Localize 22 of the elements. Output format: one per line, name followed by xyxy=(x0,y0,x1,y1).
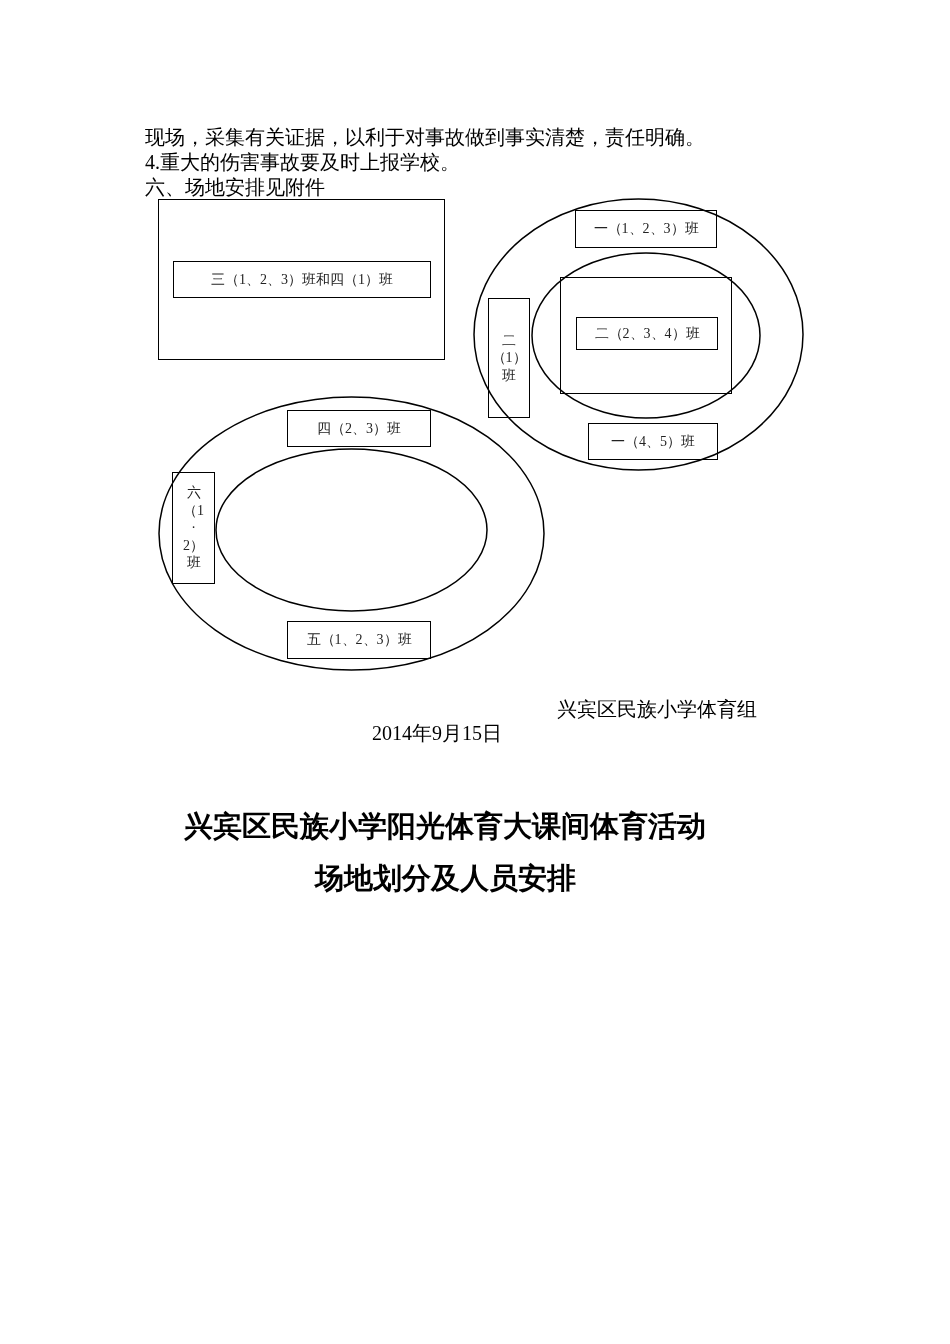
class-box xyxy=(287,410,431,447)
class-label: 三（1、2、3）班和四（1）班 xyxy=(210,270,394,289)
class-box xyxy=(575,210,717,248)
date-text: 2014年9月15日 xyxy=(372,722,502,744)
class-box xyxy=(173,261,431,298)
class-label: 二（1）班 xyxy=(490,331,528,385)
class-box xyxy=(488,298,530,418)
body-text: 现场，采集有关证据，以利于对事故做到事实清楚，责任明确。 xyxy=(145,126,705,148)
field-outline xyxy=(560,277,732,394)
class-box xyxy=(576,317,718,350)
document-title: 兴宾区民族小学阳光体育大课间体育活动场地划分及人员安排 xyxy=(183,809,707,896)
section-heading: 六、场地安排见附件 xyxy=(145,176,325,198)
class-label: 四（2、3）班 xyxy=(316,419,402,438)
field-outline xyxy=(158,199,445,360)
track-ellipse xyxy=(531,252,761,419)
class-label: 一（1、2、3）班 xyxy=(592,220,700,238)
class-label: 二（2、3、4）班 xyxy=(593,324,701,343)
body-text: 4.重大的伤害事故要及时上报学校。 xyxy=(145,151,460,173)
track-ellipse xyxy=(473,198,804,471)
track-ellipse xyxy=(215,448,488,612)
signature-text: 兴宾区民族小学体育组 xyxy=(557,698,757,720)
track-ellipse xyxy=(158,396,545,671)
